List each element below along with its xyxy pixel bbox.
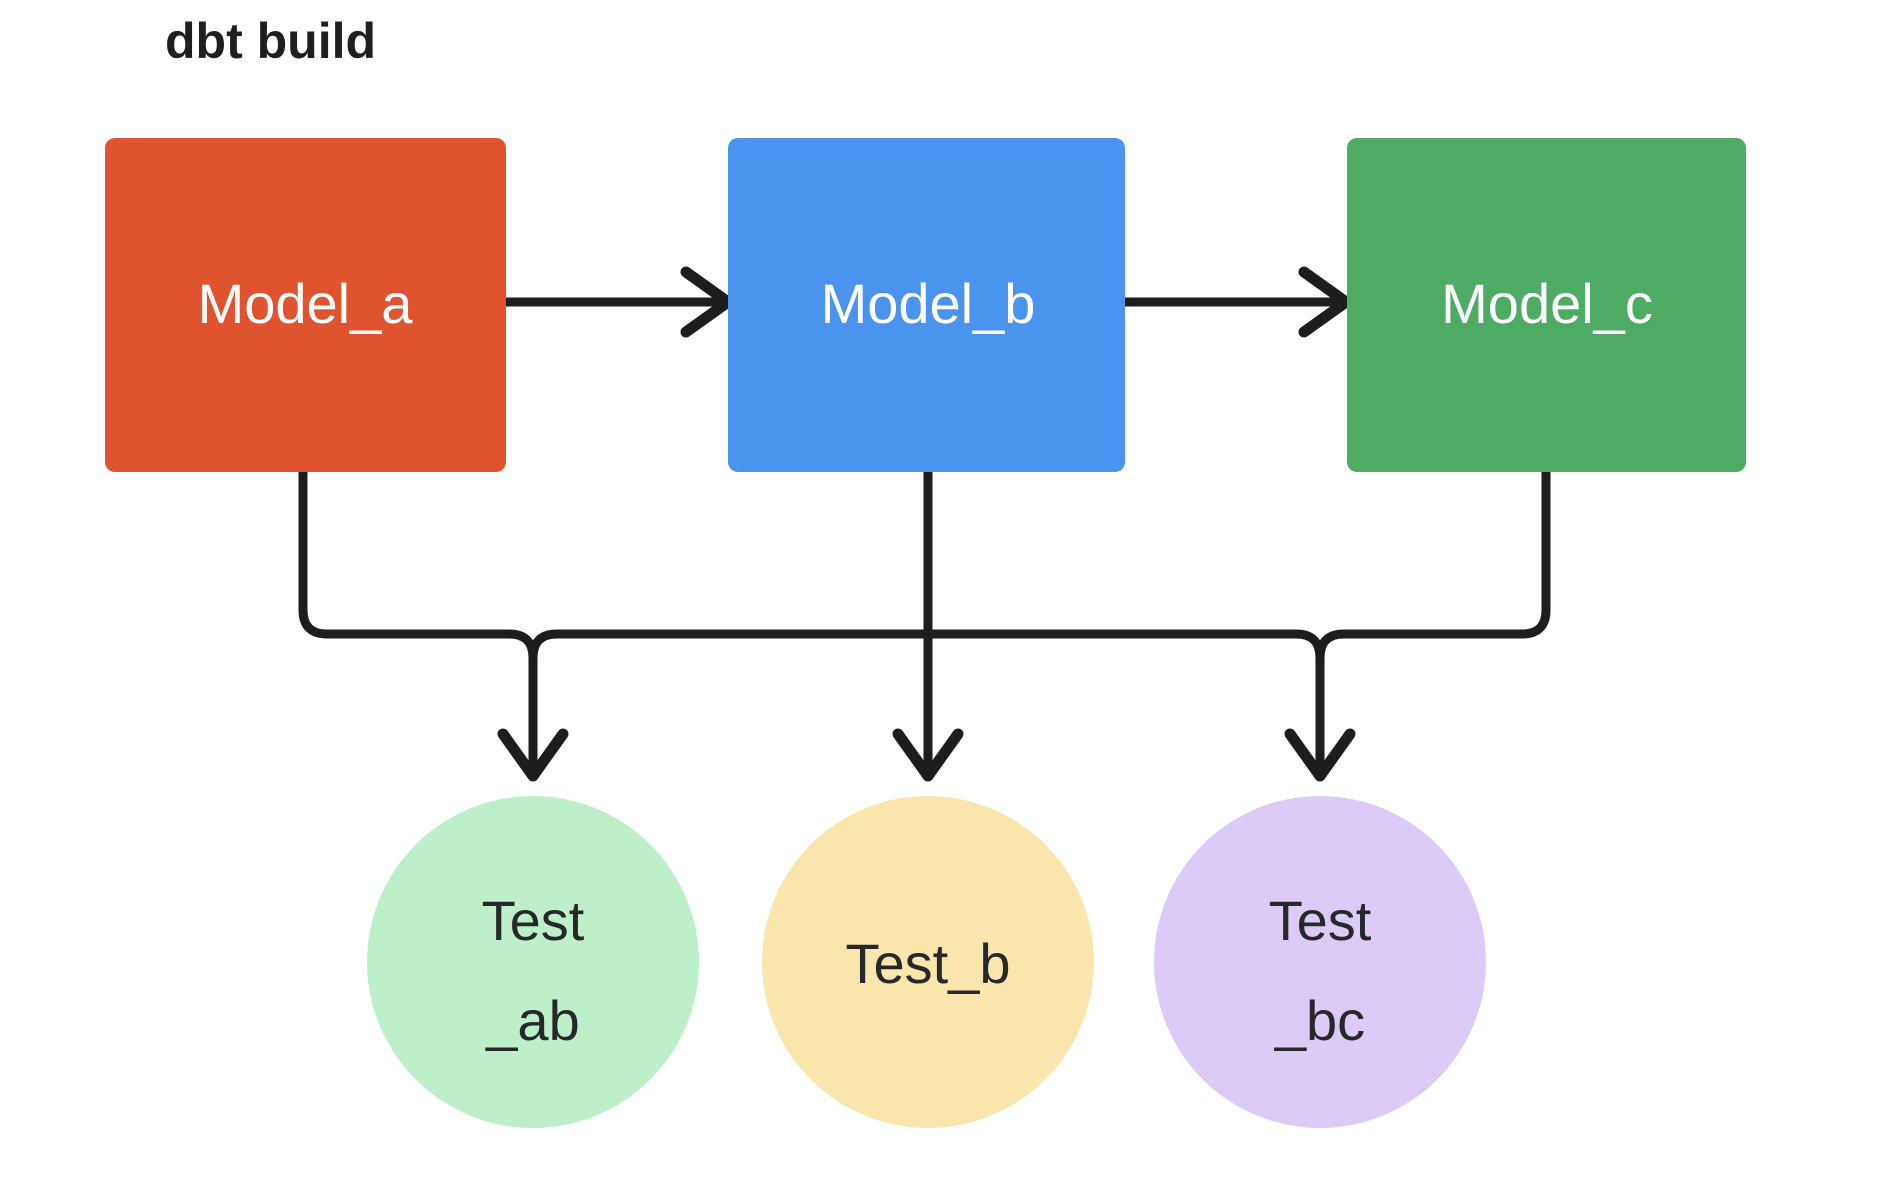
node-model-c-label: Model_c [1441,272,1653,335]
node-test-ab[interactable]: Test _ab [367,796,699,1128]
arrow-head-icon [1298,266,1352,338]
edge-model-a-to-test-ab [298,467,538,767]
node-test-ab-label-line2: _ab [485,989,579,1052]
node-model-a-shape[interactable] [105,138,506,472]
node-test-bc-label-line1: Test [1269,889,1372,952]
node-model-c[interactable]: Model_c [1347,138,1746,472]
node-test-b-label-line1: Test_b [846,932,1011,995]
arrow-head-icon-test-bc [1284,728,1356,782]
node-test-ab-label-line1: Test [482,889,585,952]
test-nodes: Test _ab Test_b Test _bc [367,796,1486,1128]
edge-model-b-to-test-bc [923,629,1325,663]
node-test-b-shape[interactable] [762,796,1094,1128]
node-model-b-shape[interactable] [728,138,1125,472]
node-model-a-label: Model_a [198,272,414,335]
edge-group-model-row [501,266,1352,338]
node-test-bc[interactable]: Test _bc [1154,796,1486,1128]
node-test-b[interactable]: Test_b [762,796,1094,1128]
arrow-head-icon-test-b [892,728,964,782]
model-nodes: Model_a Model_b Model_c [105,138,1746,472]
arrow-head-icon-test-ab [497,728,569,782]
edge-model-c-to-test-bc [1315,467,1551,767]
node-model-b-label: Model_b [821,272,1036,335]
edge-model-a-to-model-b [501,266,734,338]
page-title: dbt build [165,13,376,69]
node-test-ab-shape[interactable] [367,796,699,1128]
edge-model-b-to-model-c [1117,266,1352,338]
node-model-c-shape[interactable] [1347,138,1746,472]
node-model-b[interactable]: Model_b [728,138,1125,472]
edge-group-model-to-test [298,467,1551,782]
edge-model-b-to-test-ab [528,629,933,663]
node-test-bc-label-line2: _bc [1274,989,1365,1052]
node-test-bc-shape[interactable] [1154,796,1486,1128]
node-model-a[interactable]: Model_a [105,138,506,472]
